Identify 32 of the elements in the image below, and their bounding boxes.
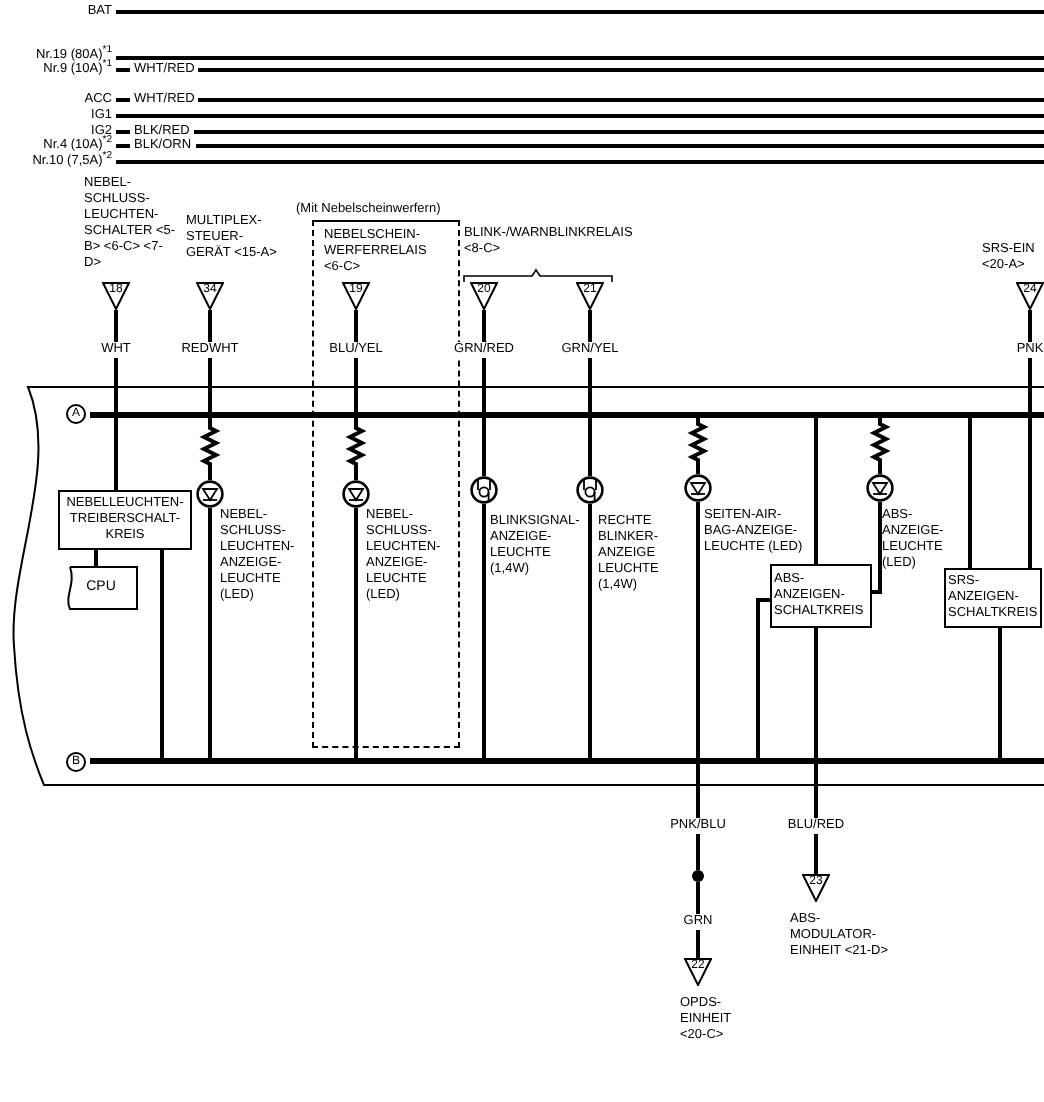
bulb-lamp-symbol: [470, 476, 498, 504]
wire: [756, 598, 770, 758]
wire: [872, 502, 882, 594]
wire: [696, 882, 700, 958]
bus-bar: [90, 758, 1044, 764]
splice-dot: [692, 870, 704, 882]
wire: [160, 550, 164, 758]
wire: [1028, 310, 1032, 568]
wire: [588, 310, 592, 476]
bus-bar: [90, 412, 1044, 418]
wire: [482, 504, 486, 758]
wire: [814, 628, 818, 874]
wire: [354, 508, 358, 758]
led-lamp-symbol: [866, 474, 894, 502]
instrument-unit-outline: [12, 386, 1044, 786]
wire: [968, 418, 972, 568]
led-lamp-symbol: [342, 480, 370, 508]
wire: [482, 310, 486, 476]
wire: [869, 418, 891, 474]
led-lamp-symbol: [684, 474, 712, 502]
wire: [345, 310, 367, 480]
wire: [199, 310, 221, 480]
wire: [998, 628, 1002, 758]
bulb-lamp-symbol: [576, 476, 604, 504]
wire: [94, 550, 98, 566]
led-lamp-symbol: [196, 480, 224, 508]
wire: [814, 418, 818, 564]
wire: [696, 502, 700, 870]
wire: [588, 504, 592, 758]
wire: [687, 418, 709, 474]
wire: [114, 310, 118, 490]
wire: [208, 508, 212, 758]
